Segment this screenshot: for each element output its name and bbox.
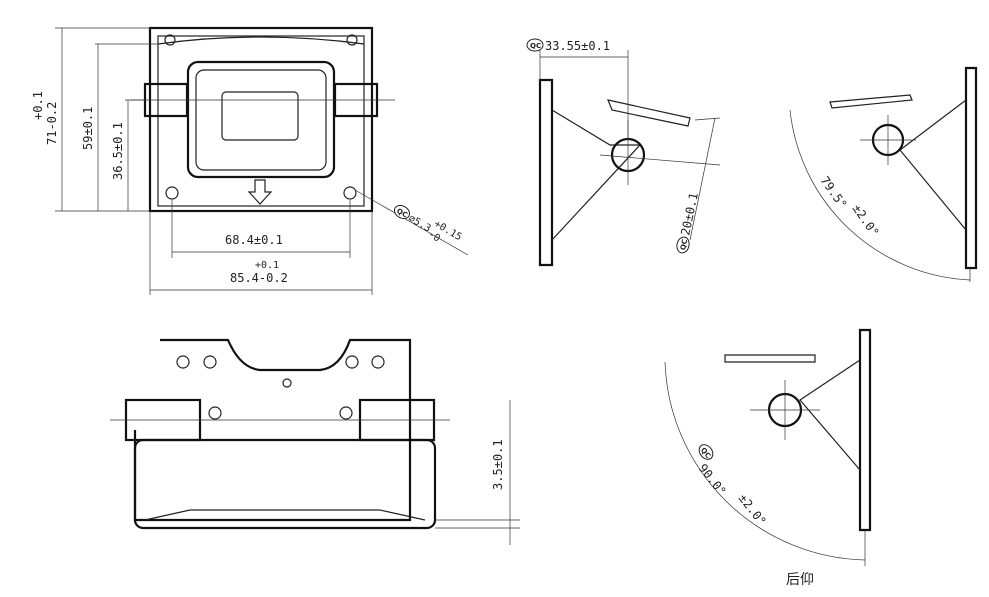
hole-spacing-dim: 68.4±0.1 [225, 233, 283, 247]
angle-value: 90.0° [696, 461, 729, 498]
side-view-3: QC 90.0° ±2.0° 后仰 [664, 328, 872, 588]
tilt-label: 后仰 [786, 572, 814, 588]
angle-value: 79.5° [818, 174, 850, 212]
qc-mark: QC [530, 42, 541, 50]
hole-diameter: ⌀5.3 [406, 213, 432, 235]
hole-tol-lower: -0 [426, 229, 442, 245]
height-tolerance: +0.1 [31, 91, 45, 120]
height-dim: 71-0.2 [45, 102, 59, 145]
hole-height-dim: 59±0.1 [81, 107, 95, 150]
qc-mark: QC [679, 238, 689, 251]
gap-dim: 3.5±0.1 [491, 439, 505, 490]
bottom-view: 3.5±0.1 [110, 338, 520, 545]
pivot-dim: 20±0.1 [678, 191, 701, 236]
offset-dim: 33.55±0.1 [545, 39, 610, 53]
center-height-dim: 36.5±0.1 [111, 122, 125, 180]
width-tolerance: +0.1 [255, 260, 279, 271]
side-view-1: QC 33.55±0.1 QC 20±0.1 [526, 38, 721, 267]
width-dim: 85.4-0.2 [230, 271, 288, 285]
front-view: +0.1 71-0.2 59±0.1 36.5±0.1 68.4±0.1 +0.… [31, 26, 469, 295]
side-view-2: 79.5° ±2.0° [789, 66, 978, 282]
